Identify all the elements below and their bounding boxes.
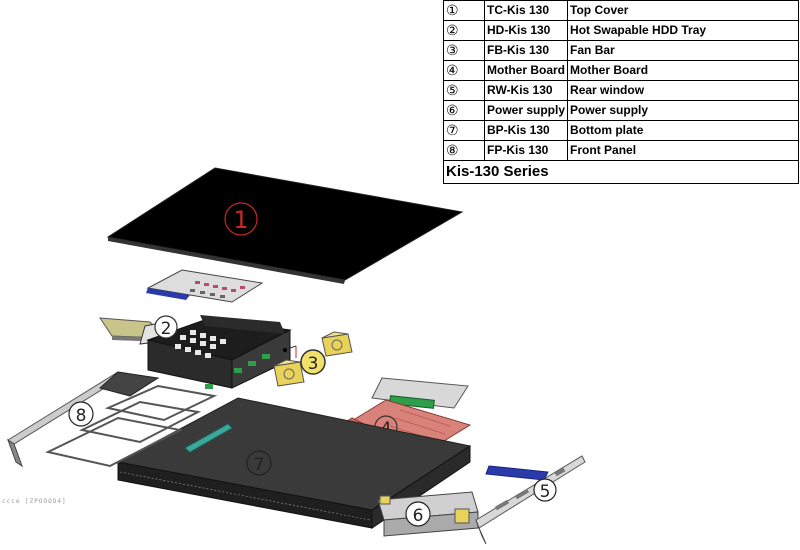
callout-front-panel-circle <box>68 401 94 427</box>
part-number: ② <box>443 20 485 41</box>
upper-hdd-tray <box>146 269 264 303</box>
watermark: ccce [ZPOOOO4] <box>2 498 67 505</box>
part-name: Fan Bar <box>567 40 799 61</box>
part-number: ⑧ <box>443 140 485 161</box>
part-name: Power supply <box>567 100 799 121</box>
callout-power-supply-circle <box>405 501 431 527</box>
callout-hdd-tray: 2 <box>161 319 172 339</box>
fan-unit-2 <box>273 359 305 387</box>
part-number: ① <box>443 0 485 21</box>
part-code: Power supply <box>483 100 569 121</box>
part-code: FP-Kis 130 <box>483 140 569 161</box>
callout-fan-bar: 3 <box>308 354 319 374</box>
callout-bottom-plate: 7 <box>254 455 265 475</box>
callout-rear-window: 5 <box>540 482 551 502</box>
front-panel: 8 <box>7 371 218 468</box>
callout-bottom-plate-circle <box>246 450 272 476</box>
power-supply: 6 <box>377 491 479 537</box>
callout-top-cover-circle <box>224 202 258 236</box>
part-number: ⑦ <box>443 120 485 141</box>
part-name: Bottom plate <box>567 120 799 141</box>
bottom-plate: 7 <box>116 397 472 529</box>
part-name: Hot Swapable HDD Tray <box>567 20 799 41</box>
part-code: FB-Kis 130 <box>483 40 569 61</box>
part-code: RW-Kis 130 <box>483 80 569 101</box>
part-number: ④ <box>443 60 485 81</box>
fan-bar: 3 <box>273 331 353 387</box>
part-code: HD-Kis 130 <box>483 20 569 41</box>
part-code: BP-Kis 130 <box>483 120 569 141</box>
callout-fan-bar-circle <box>300 349 326 375</box>
part-name: Front Panel <box>567 140 799 161</box>
top-cover: 1 <box>106 167 464 284</box>
part-number: ③ <box>443 40 485 61</box>
series-title: Kis-130 Series <box>443 160 799 184</box>
hdd-tray: 2 <box>99 315 292 389</box>
callout-top-cover: 1 <box>233 206 248 234</box>
part-name: Mother Board <box>567 60 799 81</box>
callout-rear-window-circle <box>533 478 557 502</box>
part-name: Rear window <box>567 80 799 101</box>
callout-hdd-tray-circle <box>154 315 178 339</box>
part-code: Mother Board <box>483 60 569 81</box>
part-code: TC-Kis 130 <box>483 0 569 21</box>
part-number: ⑥ <box>443 100 485 121</box>
part-number: ⑤ <box>443 80 485 101</box>
callout-power-supply: 6 <box>413 506 424 526</box>
fan-unit-1 <box>321 331 353 357</box>
rear-window: 5 <box>475 455 586 545</box>
callout-front-panel: 8 <box>76 406 87 426</box>
part-name: Top Cover <box>567 0 799 21</box>
series-row: Kis-130 Series <box>443 160 799 184</box>
